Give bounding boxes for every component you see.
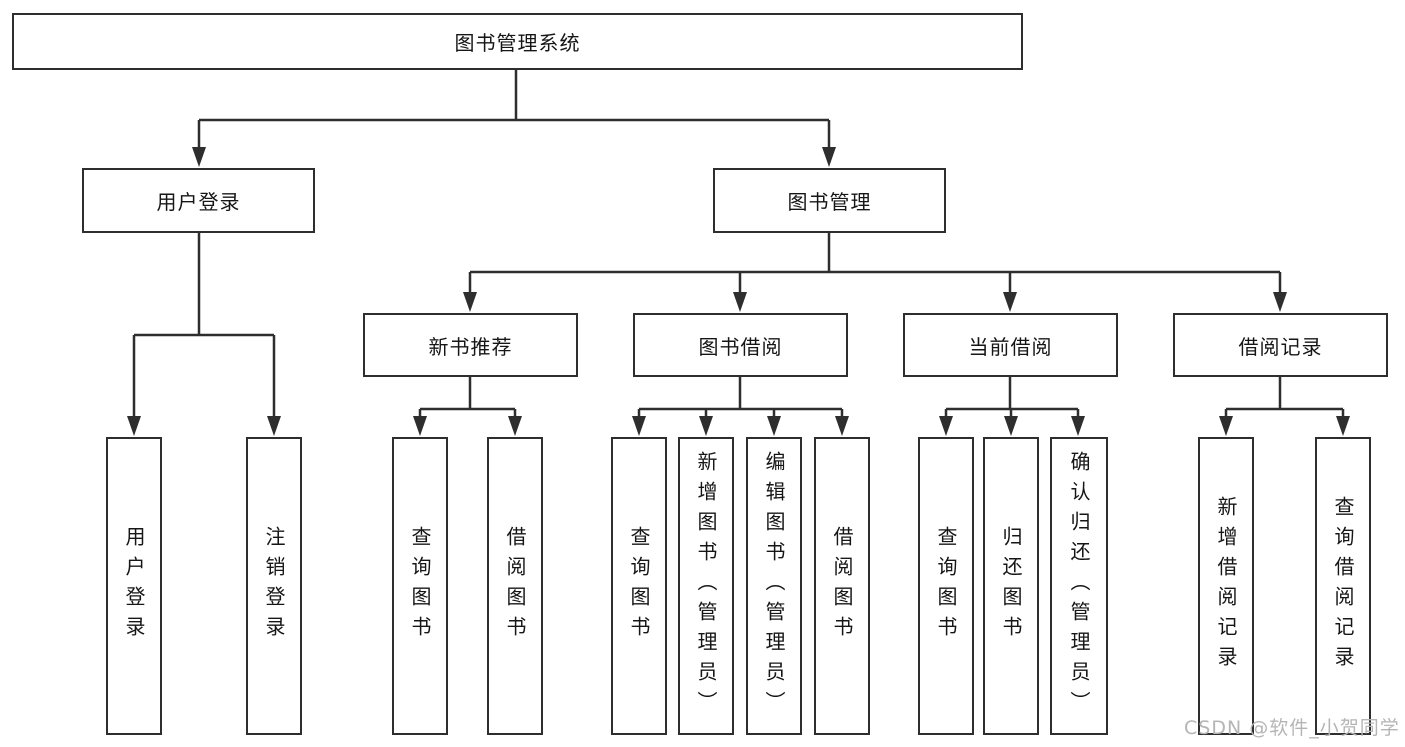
leaf-label: 用户登录 — [122, 526, 146, 646]
csdn-watermark: CSDN @软件_小贺同学 — [1184, 717, 1400, 739]
leaf-label: 查询图书 — [627, 526, 651, 646]
leaf-label: 借阅图书 — [830, 526, 854, 646]
node-book-borrow: 图书借阅 — [633, 313, 848, 377]
leaf-add-borrow-record: 新增借阅记录 — [1198, 437, 1254, 735]
node-root: 图书管理系统 — [12, 13, 1023, 70]
leaf-confirm-return-admin: 确认归还（管理员） — [1050, 437, 1108, 735]
leaf-add-books-admin: 新增图书（管理员） — [678, 437, 734, 735]
leaf-query-books-borrow: 查询图书 — [611, 437, 667, 735]
leaf-label: 查询图书 — [934, 526, 958, 646]
leaf-label: 注销登录 — [262, 526, 286, 646]
node-new-book-recommend: 新书推荐 — [363, 313, 578, 377]
leaf-label: 借阅图书 — [503, 526, 527, 646]
leaf-logout: 注销登录 — [246, 437, 302, 735]
leaf-label: 归还图书 — [999, 526, 1023, 646]
node-book-management: 图书管理 — [713, 168, 946, 233]
leaf-query-borrow-record: 查询借阅记录 — [1315, 437, 1371, 735]
leaf-query-books-current: 查询图书 — [918, 437, 974, 735]
leaf-borrow-books-recommend: 借阅图书 — [487, 437, 543, 735]
node-current-borrow: 当前借阅 — [903, 313, 1118, 377]
leaf-label: 查询图书 — [408, 526, 432, 646]
node-borrow-records: 借阅记录 — [1173, 313, 1388, 377]
leaf-edit-books-admin: 编辑图书（管理员） — [746, 437, 802, 735]
leaf-label: 新增借阅记录 — [1214, 496, 1238, 676]
leaf-label: 编辑图书（管理员） — [762, 451, 786, 721]
node-user-login: 用户登录 — [82, 168, 315, 233]
leaf-label: 确认归还（管理员） — [1067, 451, 1091, 721]
leaf-label: 新增图书（管理员） — [694, 451, 718, 721]
leaf-return-books: 归还图书 — [983, 437, 1039, 735]
leaf-user-login: 用户登录 — [106, 437, 162, 735]
arrowheads — [127, 147, 1350, 436]
leaf-label: 查询借阅记录 — [1331, 496, 1355, 676]
leaf-query-books-recommend: 查询图书 — [392, 437, 448, 735]
leaf-borrow-books: 借阅图书 — [814, 437, 870, 735]
